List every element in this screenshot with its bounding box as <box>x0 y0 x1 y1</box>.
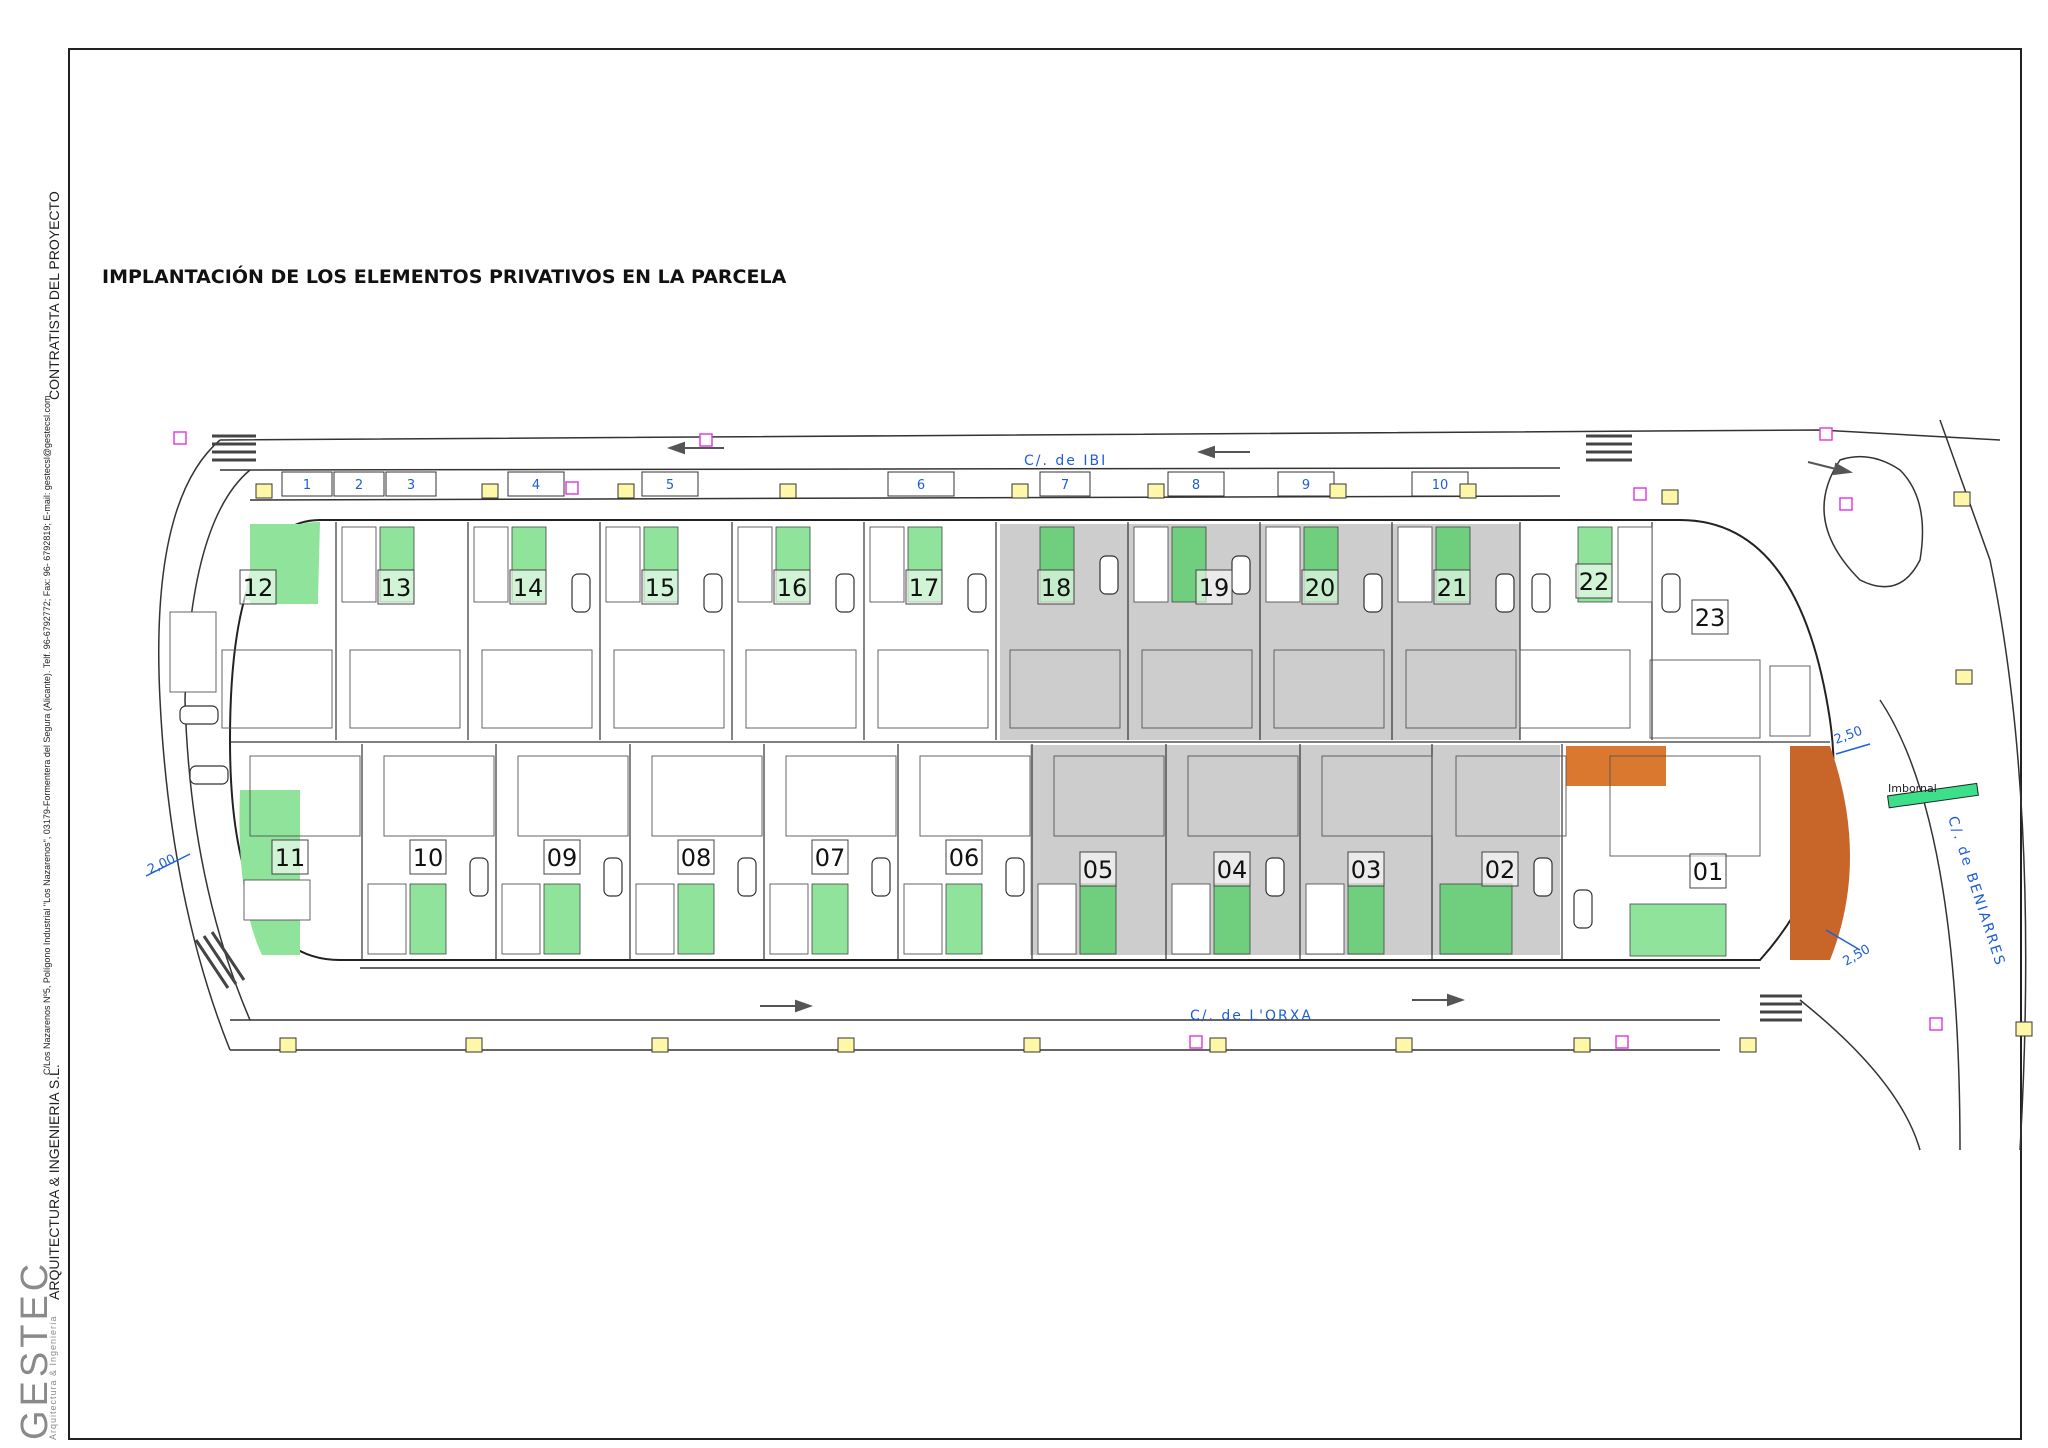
south-garden-plots <box>409 883 1727 957</box>
street-label-east: C/. de BENIARRES <box>1944 814 2008 968</box>
unit-walls <box>230 522 1830 960</box>
unit-label: 02 <box>1485 856 1516 884</box>
unit-labels-north: 12 13 14 15 16 17 18 19 20 21 22 23 <box>243 568 1726 632</box>
street-label-south: C/. de L'ORXA <box>1190 1008 1313 1024</box>
unit-labels-south: 11 10 09 08 07 06 05 04 03 02 01 <box>275 844 1724 886</box>
unit-label: 07 <box>815 844 846 872</box>
street-furniture <box>173 427 2033 1053</box>
parking-label: 4 <box>532 478 540 493</box>
parking-label: 5 <box>666 478 674 493</box>
imbornal-drain <box>1887 782 1979 809</box>
dim-east-bottom: 2,50 <box>1841 942 1874 969</box>
unit-label: 20 <box>1305 574 1336 602</box>
parking-label: 2 <box>355 478 363 493</box>
parking-label: 9 <box>1302 478 1310 493</box>
unit-label: 11 <box>275 844 306 872</box>
unit-label: 06 <box>949 844 980 872</box>
parking-label: 3 <box>407 478 415 493</box>
parking-label: 10 <box>1432 478 1449 493</box>
unit-label: 01 <box>1693 858 1724 886</box>
parking-label: 7 <box>1061 478 1069 493</box>
unit-label: 09 <box>547 844 578 872</box>
unit-label: 18 <box>1041 574 1072 602</box>
unit-label: 23 <box>1695 604 1726 632</box>
pools <box>169 526 1811 955</box>
direction-arrows <box>667 441 1854 1013</box>
unit-label: 05 <box>1083 856 1114 884</box>
unit-label: 21 <box>1437 574 1468 602</box>
unit-01-garden <box>1790 746 1850 960</box>
unit-label: 14 <box>513 574 544 602</box>
car-icons <box>179 555 1681 929</box>
house-footprints <box>221 649 1761 857</box>
parking-label: 8 <box>1192 478 1200 493</box>
dim-west: 2,00 <box>145 852 178 878</box>
unit-label: 08 <box>681 844 712 872</box>
crosswalks <box>194 434 1802 1022</box>
sheet-frame <box>68 48 2022 1440</box>
imbornal-label: Imbornal <box>1888 782 1937 795</box>
unit-label: 19 <box>1199 574 1230 602</box>
unit-label: 13 <box>381 574 412 602</box>
unit-label-boxes <box>239 563 1729 889</box>
street-outlines <box>158 419 2027 1151</box>
street-label-north: C/. de IBI <box>1024 453 1107 469</box>
unit-label: 15 <box>645 574 676 602</box>
unit-01-terrace <box>1566 746 1666 786</box>
unit-label: 10 <box>413 844 444 872</box>
unit-label: 03 <box>1351 856 1382 884</box>
dim-east-top: 2,50 <box>1832 724 1864 748</box>
unit-label: 12 <box>243 574 274 602</box>
plan-title: IMPLANTACIÓN DE LOS ELEMENTOS PRIVATIVOS… <box>102 266 787 288</box>
dimension-lines <box>145 743 1871 951</box>
unit-label: 22 <box>1579 568 1610 596</box>
parking-label: 6 <box>917 478 925 493</box>
unit-label: 04 <box>1217 856 1248 884</box>
parking-label: 1 <box>303 478 311 493</box>
parking-bays <box>281 471 1469 497</box>
parking-labels: 1 2 3 4 5 6 7 8 9 10 <box>303 478 1448 493</box>
unit-label: 17 <box>909 574 940 602</box>
unit-label: 16 <box>777 574 808 602</box>
